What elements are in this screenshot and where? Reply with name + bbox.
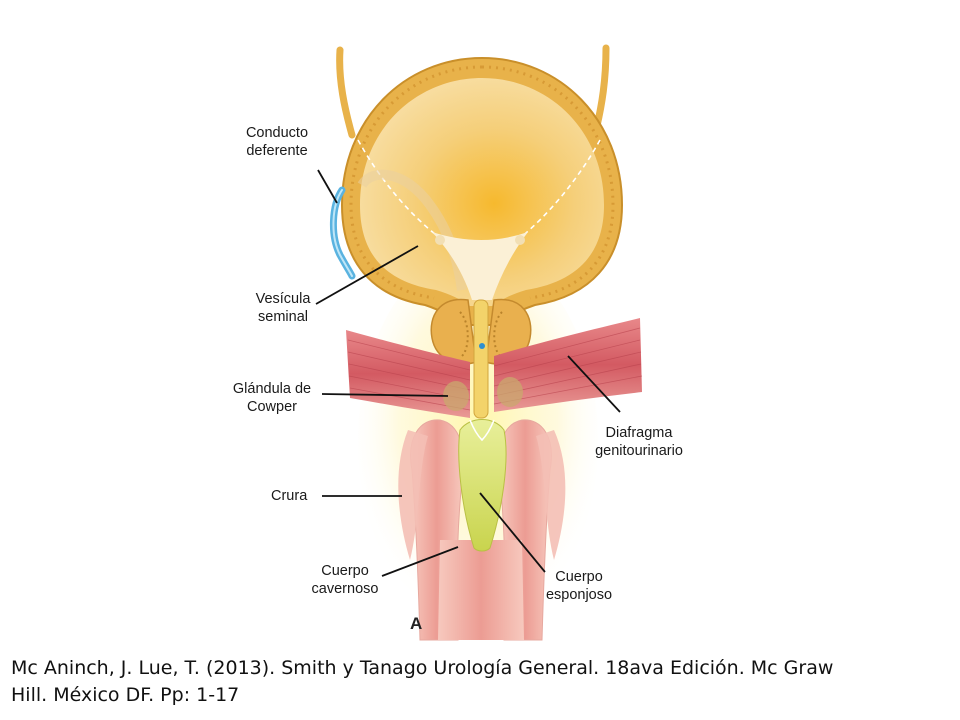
vas-deferens-highlight [332,189,353,277]
citation-line-2: Hill. México DF. Pp: 1-17 [11,684,240,706]
citation-line-1: Mc Aninch, J. Lue, T. (2013). Smith y Ta… [11,657,834,679]
label-line: seminal [258,309,308,325]
label-line: genitourinario [595,443,683,459]
leader-diafragma [567,355,621,413]
leader-cuerpo-cavernoso [381,546,459,577]
left-ureter [336,46,356,139]
right-ureteral-orifice [515,235,525,245]
left-cowper-gland [443,381,469,411]
trigone-dashed-left [357,139,441,239]
label-line: deferente [246,143,308,159]
label-line: Vesícula [255,291,311,307]
label-line: Glándula de [232,381,312,397]
label-conducto-deferente: Conducto deferente [232,124,322,160]
bladder-lumen [360,78,604,306]
label-line: Cuerpo [321,563,369,579]
leader-conducto-deferente [317,169,338,204]
label-line: Diafragma [605,425,673,441]
label-diafragma-genitourinario: Diafragma genitourinario [584,424,694,460]
verumontanum-dot [479,343,485,349]
crus-left-outer [398,430,428,560]
right-cowper-gland [497,377,523,407]
trigone [432,232,528,300]
label-line: esponjoso [545,587,613,603]
leader-cuerpo-esponjoso [479,492,546,573]
label-cuerpo-esponjoso: Cuerpo esponjoso [534,568,624,604]
label-glandula-cowper: Glándula de Cowper [222,380,322,416]
bladder-wall-texture [349,65,615,300]
anatomy-figure [315,44,643,641]
crus-right-outer [536,430,566,560]
label-vesicula-seminal: Vesícula seminal [238,290,328,326]
label-line: cavernoso [311,581,379,597]
trigone-dashed-right [519,139,601,239]
label-crura: Crura [271,487,307,505]
bulbourethral-ducts [469,419,495,442]
penile-shaft [438,540,524,640]
label-line: Cuerpo [555,569,603,585]
leader-vesicula-seminal [315,245,419,305]
citation: Mc Aninch, J. Lue, T. (2013). Smith y Ta… [11,655,941,709]
corpus-spongiosum [458,419,507,552]
label-line: Crura [271,488,308,504]
urethra [473,299,489,419]
left-ureteral-orifice [435,235,445,245]
leader-glandula-cowper [321,393,449,397]
right-ureter [592,44,610,134]
label-line: Conducto [245,125,309,141]
label-cuerpo-cavernoso: Cuerpo cavernoso [300,562,390,598]
panel-letter: A [410,614,423,633]
label-line: Cowper [247,399,297,415]
